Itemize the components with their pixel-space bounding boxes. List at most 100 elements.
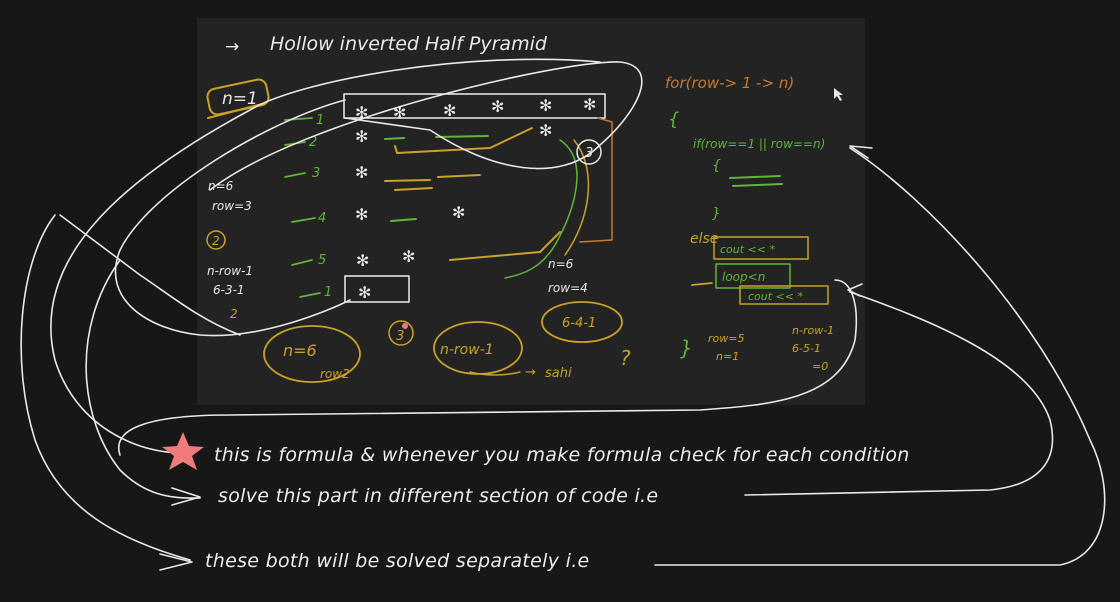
code-brace-open: { [668, 109, 679, 130]
strike-mark [449, 231, 561, 261]
star-glyph: ✻ [355, 163, 368, 182]
code-if: if(row==1 || row==n) [693, 137, 825, 151]
loop-stroke [114, 99, 351, 337]
loop-stroke [654, 147, 1106, 566]
loop-stroke [59, 214, 241, 336]
cursor-icon [834, 88, 843, 101]
note-line-2: solve this part in different section of … [218, 485, 659, 507]
underline [207, 103, 263, 119]
row-arrow [284, 172, 306, 178]
bracket-mark [579, 117, 613, 243]
arrow-line [691, 282, 713, 286]
bottom-row-highlight [344, 275, 410, 303]
right-bubble-label: 6-4-1 [562, 316, 596, 331]
star-glyph: ✻ [355, 205, 368, 224]
row-label: 1 [324, 285, 332, 300]
star-glyph: ✻ [491, 97, 504, 116]
star-glyph: ✻ [452, 203, 465, 222]
star-glyph: ✻ [539, 121, 552, 140]
cout-box-2 [739, 285, 829, 305]
loop-stroke [20, 214, 191, 561]
loop-stroke [744, 291, 1054, 496]
star-glyph: ✻ [358, 283, 371, 302]
bubble-3-outline [388, 320, 414, 346]
star-marker-icon [162, 432, 204, 470]
dash-mark [435, 135, 489, 138]
n-box-label: n=1 [222, 89, 258, 109]
calc-formula-3: =0 [812, 360, 828, 373]
arrow-glyph: → [225, 37, 239, 57]
strike-mark [384, 174, 481, 191]
loop-stroke [117, 279, 858, 456]
arrow-head [849, 145, 873, 159]
note-line-1: this is formula & whenever you make form… [214, 444, 910, 466]
row-arrow [291, 259, 313, 266]
side-formula-1: n-row-1 [207, 264, 253, 278]
row-arrow [299, 292, 321, 298]
loop-stroke [50, 58, 601, 454]
loop-stroke [209, 61, 643, 191]
bubble-3: 3 [396, 329, 404, 344]
code-line [732, 183, 783, 187]
code-else: else [690, 231, 718, 247]
bubble-formula: n-row-1 [440, 342, 494, 358]
star-glyph: ✻ [356, 251, 369, 270]
side-formula-2: 6-3-1 [213, 283, 245, 297]
arrow-head [159, 553, 193, 571]
calc-row: row=5 [708, 332, 744, 345]
code-cout-1: cout << * [720, 243, 775, 256]
note-line-3: these both will be solved separately i.e [205, 550, 590, 572]
bubble-n: n=6 [283, 341, 317, 360]
arrow-glyph: → [525, 365, 536, 380]
arrow-line [469, 371, 521, 376]
star-glyph: ✻ [443, 101, 456, 120]
bubble-row: row2 [320, 367, 350, 381]
mid-n: n=6 [548, 257, 574, 271]
bubble-outline [263, 325, 361, 383]
code-cout-2: cout << * [748, 290, 803, 303]
star-glyph: ✻ [402, 247, 415, 266]
arrow-head [171, 487, 201, 506]
dash-mark [384, 137, 405, 140]
row-label: 3 [312, 166, 320, 181]
mid-row: row=4 [548, 281, 588, 295]
loop-stroke [85, 259, 201, 499]
strike-mark [394, 127, 533, 154]
whiteboard-canvas [197, 18, 865, 405]
code-for: for(row-> 1 -> n) [665, 74, 794, 92]
top-row-highlight [343, 93, 606, 119]
code-loop: loop<n [722, 270, 765, 284]
row-label: 1 [316, 113, 324, 128]
calc-formula-1: n-row-1 [792, 324, 834, 337]
code-brace-close: } [680, 336, 693, 360]
dash-mark [390, 218, 417, 222]
star-glyph: ✻ [583, 95, 596, 114]
code-brace: { [712, 158, 721, 174]
arrow-head [847, 283, 863, 297]
calc-formula-2: 6-5-1 [792, 342, 821, 355]
dot-mark [402, 323, 408, 329]
side-row: row=3 [212, 199, 252, 213]
row-label: 4 [318, 211, 326, 226]
star-glyph: ✻ [355, 127, 368, 146]
code-line [729, 175, 781, 179]
circle-3 [576, 139, 602, 165]
board-title: Hollow inverted Half Pyramid [270, 33, 548, 55]
calc-n: n=1 [716, 350, 739, 363]
row-label: 2 [309, 135, 317, 150]
code-brace: } [712, 206, 721, 222]
side-formula-3: 2 [230, 307, 238, 321]
side-2: 2 [212, 234, 220, 248]
star-glyph: ✻ [539, 96, 552, 115]
row-arrow [291, 217, 316, 223]
side-n: n=6 [208, 179, 234, 193]
row-label: 5 [318, 253, 326, 268]
right-bubble [541, 301, 623, 343]
cout-box [713, 236, 809, 260]
circle-mark [206, 230, 226, 250]
question-mark: ? [620, 346, 631, 370]
sahi-note: sahi [545, 366, 572, 381]
loop-box [715, 263, 791, 289]
curve-mark [564, 139, 590, 256]
